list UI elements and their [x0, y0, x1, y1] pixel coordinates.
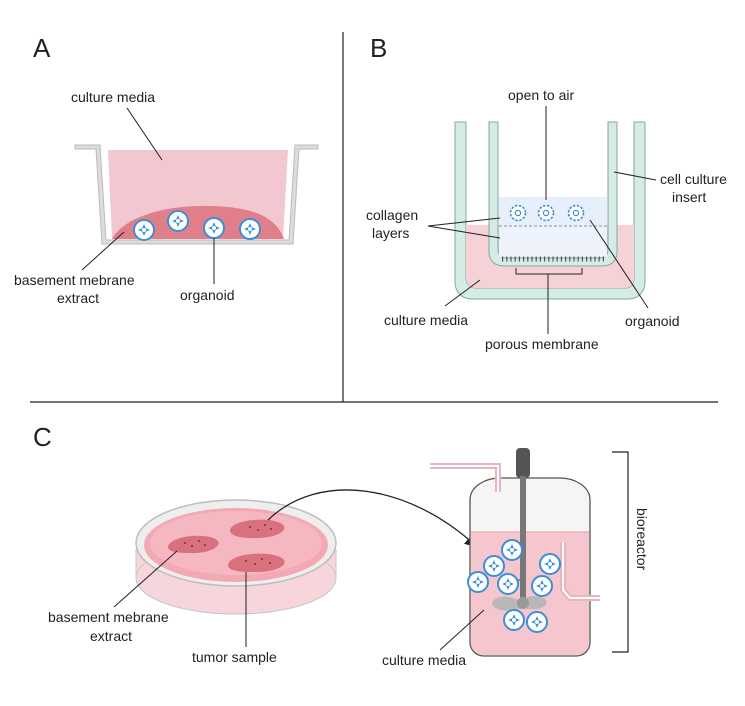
panel-c-label-culture-media: culture media — [382, 652, 466, 668]
panel-a-leader-bme — [81, 231, 125, 271]
panel-c-label-bioreactor: bioreactor — [634, 508, 650, 571]
panel-b-label-culture-media: culture media — [384, 312, 468, 328]
tumor-sample — [168, 535, 219, 554]
panel-a-organoid — [167, 210, 189, 232]
bioreactor-organoid — [483, 555, 505, 577]
panel-a-letter: A — [33, 33, 51, 63]
panel-b-leader-organoid — [589, 219, 649, 309]
bioreactor-organoid — [501, 539, 523, 561]
panel-a-label-bme-line2: extract — [57, 290, 99, 306]
panel-a-organoid — [239, 218, 261, 240]
bioreactor-organoid — [531, 575, 553, 597]
panel-b-collagen-layers — [499, 225, 607, 257]
panel-b-bracket-membrane — [515, 268, 583, 275]
bioreactor-organoid — [526, 611, 548, 633]
panel-c-label-bme-line2: extract — [90, 628, 132, 644]
panel-b-label-cell-culture-line2: insert — [672, 189, 706, 205]
panel-b-organoid — [567, 204, 585, 222]
panel-a-leader-culture-media — [126, 107, 163, 161]
panel-a-organoid — [133, 219, 155, 241]
panel-c-label-bme-line1: basement mebrane — [48, 609, 169, 625]
petri-dish — [135, 499, 337, 615]
bioreactor-organoid — [497, 573, 519, 595]
panel-b-leader-cell-culture — [613, 171, 657, 181]
bioreactor-organoid — [467, 571, 489, 593]
panel-b: B open to air cell culture insert collag… — [366, 33, 727, 352]
panel-c-label-tumor-sample: tumor sample — [192, 649, 277, 665]
panel-b-label-cell-culture-line1: cell culture — [660, 171, 727, 187]
panel-b-organoid — [509, 204, 527, 222]
bioreactor-organoid — [539, 553, 561, 575]
panel-b-label-collagen-line2: layers — [372, 225, 409, 241]
panel-a-organoid — [203, 217, 225, 239]
panel-c: C — [33, 422, 650, 668]
panel-a-dish — [74, 144, 319, 245]
panel-b-label-organoid: organoid — [625, 313, 680, 329]
panel-a-label-bme-line1: basement mebrane — [14, 272, 135, 288]
bioreactor-vessel — [430, 448, 600, 657]
panel-c-leader-culture-media — [439, 609, 485, 651]
transfer-arrow — [267, 489, 478, 548]
panel-c-letter: C — [33, 422, 52, 452]
panel-a-label-culture-media: culture media — [71, 89, 155, 105]
panel-a: A culture media basement mebrane extract… — [14, 33, 319, 306]
panel-b-organoid — [537, 204, 555, 222]
panel-b-letter: B — [370, 33, 387, 63]
tumor-sample — [228, 553, 285, 573]
panel-b-leader-culture-media — [444, 279, 481, 307]
tumor-sample — [230, 519, 285, 539]
panel-b-label-open-to-air: open to air — [508, 87, 574, 103]
panel-a-label-organoid: organoid — [180, 287, 235, 303]
panel-c-leader-bme — [113, 550, 178, 608]
bioreactor-bracket — [612, 451, 629, 653]
panel-b-label-porous-membrane: porous membrane — [485, 336, 599, 352]
bioreactor-organoid — [503, 609, 525, 631]
panel-b-label-collagen-line1: collagen — [366, 207, 418, 223]
panel-b-leader-collagen-top — [427, 217, 501, 227]
panel-b-leader-collagen-bottom — [427, 225, 501, 239]
